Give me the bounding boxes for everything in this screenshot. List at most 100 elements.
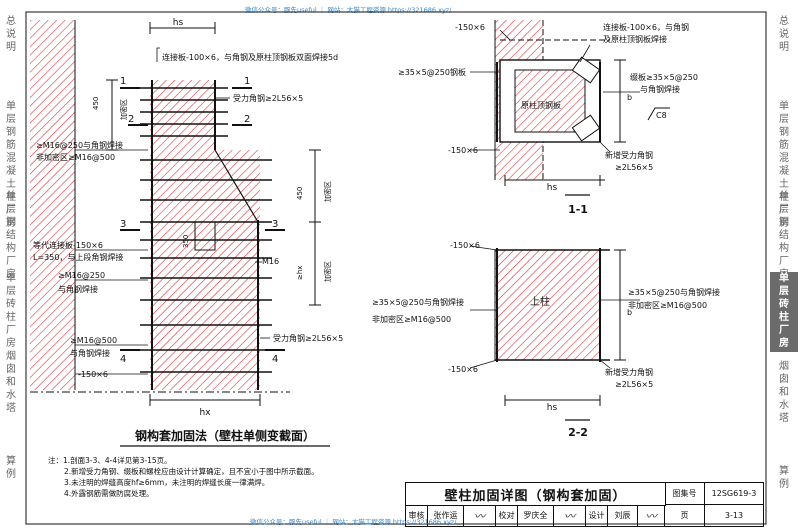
tab-label: 算例: [779, 466, 789, 490]
sidebar-tab-general-r[interactable]: 总说明: [770, 15, 798, 85]
sidebar-tab-general[interactable]: 总说明: [0, 15, 22, 85]
s11-plate-top: -150×6: [455, 23, 485, 32]
label-main-angle-top: 受力角钢≥2L56×5: [233, 93, 303, 103]
review-label: 审核: [406, 505, 428, 526]
upper-column-hatch: [150, 80, 215, 150]
tab-label: 单层砖柱厂房: [6, 273, 16, 349]
tab-label: 算例: [6, 456, 16, 480]
page-label: 页: [665, 505, 705, 526]
reviewer-name: 张作运: [428, 505, 464, 526]
s11-dim-b: b: [627, 93, 632, 102]
note-line: 3.未注明的焊缝高度hf≥6mm，未注明的焊缝长度一律满焊。: [64, 478, 270, 487]
wall-hatch: [30, 20, 75, 390]
tab-label: 单层砖柱厂房: [779, 273, 789, 349]
check-label: 校对: [496, 505, 518, 526]
sidebar-tab-steel[interactable]: 单层钢结构厂房: [0, 190, 22, 280]
label-m16-250-b: ≥M16@250: [58, 271, 105, 280]
sidebar-tab-example[interactable]: 算例: [0, 455, 22, 505]
s22-non-dense-right: 非加密区≥M16@500: [628, 300, 707, 310]
label-m16-250: ≥M16@250与角钢焊接: [36, 140, 123, 150]
sidebar-tab-brick-r[interactable]: 单层砖柱厂房: [770, 272, 798, 352]
tab-label: 总说明: [6, 16, 16, 53]
left-sidebar: 总说明 单层钢筋混凝土柱厂房 单层钢结构厂房 单层砖柱厂房 烟囱和水塔 算例: [0, 10, 22, 520]
dim-450-mid: 450: [296, 187, 304, 200]
watermark-bottom: 微信公众号：豚先useful ｜ 网站：大猫工程资源 https://32168…: [250, 518, 457, 526]
s22-label: 2-2: [568, 426, 588, 439]
sidebar-tab-chimney[interactable]: 烟囱和水塔: [0, 350, 22, 430]
label-l350: L=350，与上段角钢焊接: [33, 252, 123, 262]
designer-signature: 〰: [638, 505, 665, 526]
title-block: 壁柱加固详图（钢构套加固） 图集号 12SG619-3 审核 张作运 〰 校对 …: [405, 482, 764, 527]
notes-block: 注：1.剖面3-3、4-4详见第3-15页。 2.新增受力角钢、缀板和螺栓应由设…: [48, 455, 388, 499]
dim-ge-hx: ≥hx: [296, 266, 304, 280]
sidebar-tab-brick[interactable]: 单层砖柱厂房: [0, 272, 22, 349]
s22-non-dense: 非加密区≥M16@500: [372, 314, 451, 324]
s22-dim-b: b: [627, 308, 632, 317]
tab-label: 烟囱和水塔: [6, 351, 16, 414]
lower-column-hatch: [150, 150, 260, 390]
tab-label: 单层钢筋混凝土柱厂房: [779, 101, 789, 229]
design-label: 设计: [586, 505, 608, 526]
drawing-title: 壁柱加固详图（钢构套加固）: [406, 483, 666, 506]
s11-connect-plate: 连接板-100×6，与角钢: [603, 22, 689, 32]
section-mark-2-right: 2: [244, 114, 250, 125]
strap-lines: [140, 87, 272, 373]
label-equal-plate: 等代连接板-150×6: [33, 240, 103, 250]
section-2-2-drawing: [469, 245, 640, 421]
tab-label: 单层钢结构厂房: [6, 191, 16, 280]
note-line: 2.新增受力角钢、缀板和螺栓应由设计计算确定，且不宜小于图中所示截面。: [64, 467, 319, 476]
label-plate-150: -150×6: [78, 370, 108, 379]
s22-dim-hs: hs: [547, 403, 558, 413]
sidebar-tab-example-r[interactable]: 算例: [770, 465, 798, 515]
dim-450-top: 450: [92, 97, 100, 110]
dense-zone-mid: 加密区: [323, 181, 332, 202]
s11-new-angle-2: ≥2L56×5: [615, 163, 653, 172]
page-number: 3-13: [724, 511, 744, 520]
sidebar-tab-rc-column[interactable]: 单层钢筋混凝土柱厂房: [0, 100, 22, 229]
checker-signature: 〰: [554, 505, 586, 526]
section-mark-4-right: 4: [272, 354, 278, 365]
tab-label: 烟囱和水塔: [779, 361, 789, 424]
s11-strap: 缀板≥35×5@250: [630, 72, 698, 82]
dim-hs: hs: [173, 18, 184, 28]
tab-label: 总说明: [779, 16, 789, 53]
elevation-drawing: [30, 20, 321, 406]
s22-new-angle-2: ≥2L56×5: [615, 380, 653, 389]
atlas-number: 12SG619-3: [705, 483, 763, 505]
dense-zone-top: 加密区: [119, 99, 128, 120]
tab-label: 单层钢筋混凝土柱厂房: [6, 101, 16, 229]
dim-hx: hx: [199, 408, 211, 418]
section-mark-3-right: 3: [272, 219, 278, 230]
elevation-caption: 钢构套加固法（壁柱单侧变截面）: [135, 428, 315, 443]
s11-connect-plate-2: 及原柱顶钢板焊接: [603, 34, 667, 44]
label-main-angle-low: 受力角钢≥2L56×5: [273, 333, 343, 343]
label-non-dense: 非加密区≥M16@500: [36, 152, 115, 162]
s22-plate-top: -150×6: [450, 241, 480, 250]
section-mark-1-left: 1: [120, 76, 126, 87]
note-line: 注：1.剖面3-3、4-4详见第3-15页。: [48, 456, 172, 465]
s22-new-angle: 新增受力角钢: [605, 367, 653, 377]
s11-batten: ≥35×5@250钢板: [398, 67, 466, 77]
section-mark-4-left: 4: [120, 354, 126, 365]
atlas-label: 图集号: [665, 483, 705, 505]
label-weld-c: 与角钢焊接: [70, 348, 110, 358]
s11-strap-2: 与角钢焊接: [640, 84, 680, 94]
s11-weld-c8: C8: [656, 111, 667, 120]
sidebar-tab-chimney-r[interactable]: 烟囱和水塔: [770, 360, 798, 440]
s11-plate-bottom: -150×6: [448, 146, 478, 155]
note-line: 4.外露钢筋需做防腐处理。: [64, 489, 154, 498]
section-mark-2-left: 2: [128, 114, 134, 125]
reviewer-signature: 〰: [464, 505, 496, 526]
sidebar-tab-rc-column-r[interactable]: 单层钢筋混凝土柱厂房: [770, 100, 798, 229]
s22-m16-250: ≥35×5@250与角钢焊接: [372, 297, 464, 307]
s22-plate-bottom: -150×6: [448, 365, 478, 374]
section-mark-3-left: 3: [120, 219, 126, 230]
label-m16: M16: [262, 257, 279, 266]
watermark-top: 微信公众号：豚先useful ｜ 网站：大猫工程资源 https://32168…: [245, 6, 452, 14]
section-mark-1-right: 1: [244, 76, 250, 87]
page-frame: [25, 11, 767, 525]
designer-name: 刘辰: [608, 505, 638, 526]
checker-name: 罗庆全: [518, 505, 554, 526]
dense-zone-low: 加密区: [323, 261, 332, 282]
